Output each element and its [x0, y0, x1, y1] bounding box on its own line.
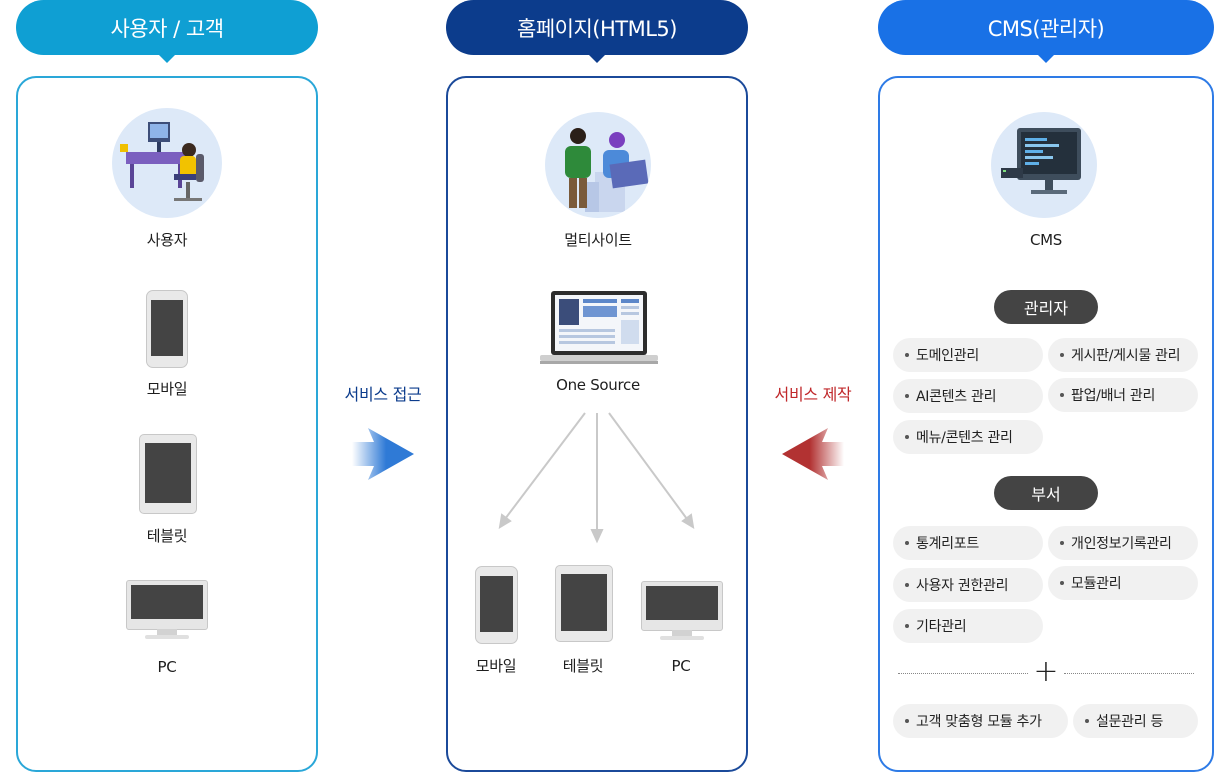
admin-tag-board: 게시판/게시물 관리: [1048, 338, 1198, 372]
dept-tag-label: 통계리포트: [916, 536, 979, 552]
access-flow-label: 서비스 접근: [344, 385, 422, 404]
user-avatar-label: 사용자: [146, 231, 188, 249]
divider-right: [1064, 673, 1194, 674]
admin-tag-menu: 메뉴/콘텐츠 관리: [893, 420, 1043, 454]
dept-section-pill: 부서: [994, 476, 1098, 510]
laptop-icon: [540, 291, 658, 364]
extra-tag-survey: 설문관리 등: [1073, 704, 1198, 738]
admin-tag-label: 팝업/배너 관리: [1071, 388, 1156, 404]
admin-tag-popup: 팝업/배너 관리: [1048, 378, 1198, 412]
pc-device-icon: [126, 580, 208, 640]
header-pointer: [158, 54, 176, 63]
divider-left: [898, 673, 1028, 674]
tablet-device-icon: [555, 565, 613, 642]
left-arrow-icon: [782, 428, 844, 480]
extra-tag-label: 설문관리 등: [1096, 714, 1164, 730]
cms-label: CMS: [1029, 231, 1063, 249]
dept-tag-other: 기타관리: [893, 609, 1043, 643]
cms-column-title: CMS(관리자): [987, 16, 1105, 41]
plus-icon: +: [1033, 654, 1059, 689]
dept-tag-label: 개인정보기록관리: [1071, 536, 1172, 552]
admin-tag-label: 도메인관리: [916, 348, 979, 364]
dept-tag-module: 모듈관리: [1048, 566, 1198, 600]
mobile-device-icon: [475, 566, 518, 644]
user-avatar-icon: [112, 108, 222, 218]
one-source-label: One Source: [556, 376, 640, 394]
user-mobile-label: 모바일: [146, 380, 188, 398]
production-flow-label: 서비스 제작: [774, 385, 852, 404]
admin-tag-domain: 도메인관리: [893, 338, 1043, 372]
admin-tag-label: 게시판/게시물 관리: [1071, 348, 1181, 364]
extra-tag-custom-module: 고객 맞춤형 모듈 추가: [893, 704, 1068, 738]
dept-tag-privacy: 개인정보기록관리: [1048, 526, 1198, 560]
user-column-header: 사용자 / 고객: [16, 0, 318, 63]
tablet-device-icon: [139, 434, 197, 514]
homepage-column-header: 홈페이지(HTML5): [446, 0, 748, 63]
mobile-device-icon: [146, 290, 188, 368]
user-pc-label: PC: [157, 658, 177, 676]
cms-column-header: CMS(관리자): [878, 0, 1214, 63]
header-pointer: [588, 54, 606, 63]
admin-section-pill: 관리자: [994, 290, 1098, 324]
dept-tag-label: 모듈관리: [1071, 576, 1122, 592]
user-tablet-label: 테블릿: [146, 527, 188, 545]
extra-tag-label: 고객 맞춤형 모듈 추가: [916, 714, 1042, 730]
user-column-title: 사용자 / 고객: [110, 16, 224, 41]
cms-monitor-icon: [991, 112, 1097, 218]
dept-tag-stats: 통계리포트: [893, 526, 1043, 560]
dept-tag-permission: 사용자 권한관리: [893, 568, 1043, 602]
admin-tag-label: 메뉴/콘텐츠 관리: [916, 430, 1013, 446]
header-pointer: [1037, 54, 1055, 63]
distribution-arrows: [498, 412, 695, 544]
homepage-mobile-label: 모바일: [475, 657, 517, 675]
pc-device-icon: [641, 581, 723, 641]
homepage-tablet-label: 테블릿: [562, 657, 604, 675]
dept-tag-label: 사용자 권한관리: [916, 578, 1009, 594]
dept-tag-label: 기타관리: [916, 619, 967, 635]
admin-tag-label: AI콘텐츠 관리: [916, 389, 997, 405]
homepage-column-title: 홈페이지(HTML5): [517, 16, 677, 41]
admin-tag-ai-content: AI콘텐츠 관리: [893, 379, 1043, 413]
multisite-label: 멀티사이트: [564, 231, 632, 249]
homepage-pc-label: PC: [671, 657, 691, 675]
right-arrow-icon: [352, 428, 414, 480]
multisite-avatar-icon: [545, 112, 651, 218]
